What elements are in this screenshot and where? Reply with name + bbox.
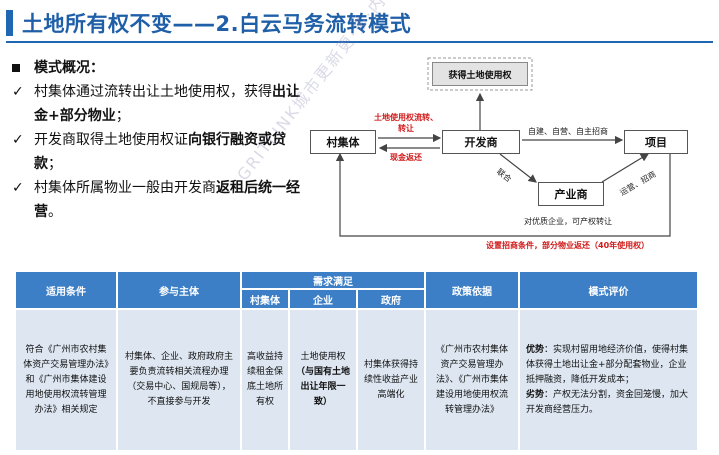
checkmark-icon: ✓ <box>12 84 24 100</box>
info-table: 适用条件 参与主体 需求满足 村集体 企业 政府 政策依据 模式评价 符合《广州… <box>16 272 697 450</box>
header-village: 村集体 <box>242 290 290 310</box>
bullet-bold-text: 出让金+部分物业 <box>34 84 300 124</box>
top-box-dashed-border <box>427 57 533 91</box>
box-industry: 产业商 <box>538 182 604 206</box>
box-project: 项目 <box>624 130 688 154</box>
header-enterprise: 企业 <box>290 290 358 310</box>
title-underline <box>6 41 713 43</box>
cell-enterprise-bold: （与国有土地出让年限一致） <box>296 367 351 407</box>
cell-enterprise: 土地使用权 （与国有土地出让年限一致） <box>290 310 358 450</box>
bullet-text: 村集体通过流转出让土地使用权，获得 <box>34 84 272 100</box>
header-applicable: 适用条件 <box>16 272 118 310</box>
header-evaluation: 模式评价 <box>520 272 697 310</box>
bullet-bold-text: 向银行融资或贷款 <box>34 132 286 172</box>
bullet-text: 。 <box>48 204 62 220</box>
cell-enterprise-text: 土地使用权 <box>300 352 346 362</box>
eval-disadvantage-text: ：产权无法分割，资金回笼慢，加大开发商经营压力。 <box>526 389 689 415</box>
header-government: 政府 <box>358 290 426 310</box>
cell-policy: 《广州市农村集体资产交易管理办法》、《广州市集体建设用地使用权流转管理办法》 <box>426 310 520 450</box>
overview-heading: 模式概况： <box>12 56 312 80</box>
header-policy: 政策依据 <box>426 272 520 310</box>
cell-evaluation: 优势：实现村留用地经济价值，使得村集体获得土地出让金+部分配套物业，企业抵押融资… <box>520 310 697 450</box>
bullet-text: 开发商取得土地使用权证 <box>34 132 188 148</box>
label-bottom-condition: 设置招商条件，部分物业返还（40年使用权） <box>486 241 650 250</box>
label-enterprise-transfer: 对优质企业，可产权转让 <box>524 217 612 226</box>
bullet-text: 村集体所属物业一般由开发商 <box>34 180 216 196</box>
overview-bullets: 模式概况： ✓ 村集体通过流转出让土地使用权，获得出让金+部分物业； ✓ 开发商… <box>12 56 312 224</box>
label-transfer-2: 转让 <box>398 124 414 133</box>
cell-government: 村集体获得持续性收益产业高端化 <box>358 310 426 450</box>
arrow-project-to-village <box>335 152 671 237</box>
box-developer: 开发商 <box>442 130 520 154</box>
flow-diagram: 获得土地使用权 村集体 开发商 项目 产业商 土地使用权流转、 转让 现金返还 … <box>300 52 712 257</box>
label-self-build: 自建、自营、自主招商 <box>528 127 608 136</box>
bullet-item: ✓ 开发商取得土地使用权证向银行融资或贷款； <box>12 128 312 176</box>
eval-advantage-text: ：实现村留用地经济价值，使得村集体获得土地出让金+部分配套物业，企业抵押融资，降… <box>526 344 689 385</box>
arrow-industry-to-project <box>601 153 650 183</box>
title-bar: 土地所有权不变——2.白云马务流转模式 <box>6 6 713 40</box>
overview-label: 模式概况： <box>34 60 104 76</box>
bullet-item: ✓ 村集体通过流转出让土地使用权，获得出让金+部分物业； <box>12 80 312 128</box>
arrow-developer-to-industry <box>499 153 537 183</box>
box-land-rights: 获得土地使用权 <box>432 62 528 86</box>
cell-applicable: 符合《广州市农村集体资产交易管理办法》和《广州市集体建设用地使用权流转管理办法》… <box>16 310 118 450</box>
bullet-text: ； <box>48 156 62 172</box>
title-accent-bar <box>6 10 13 36</box>
box-village: 村集体 <box>310 130 376 154</box>
bullet-item: ✓ 村集体所属物业一般由开发商返租后统一经营。 <box>12 176 312 224</box>
header-needs: 需求满足 <box>242 272 426 290</box>
header-participants: 参与主体 <box>118 272 242 310</box>
square-bullet-icon <box>12 56 30 80</box>
bullet-text: ； <box>115 108 130 124</box>
label-transfer-1: 土地使用权流转、 <box>374 113 438 122</box>
cell-participants: 村集体、企业、政府政府主要负责流转相关流程办理（交易中心、国规局等），不直接参与… <box>118 310 242 450</box>
bullet-bold-text: 返租后统一经营 <box>34 180 300 220</box>
eval-advantage-label: 优势 <box>526 344 545 355</box>
eval-disadvantage-label: 劣势 <box>526 389 545 400</box>
cell-village: 高收益持续租金保底土地所有权 <box>242 310 290 450</box>
diagram-arrows <box>335 57 671 237</box>
checkmark-icon: ✓ <box>12 180 24 196</box>
checkmark-icon: ✓ <box>12 132 24 148</box>
label-cash-return: 现金返还 <box>390 153 422 162</box>
page-title: 土地所有权不变——2.白云马务流转模式 <box>22 12 412 36</box>
